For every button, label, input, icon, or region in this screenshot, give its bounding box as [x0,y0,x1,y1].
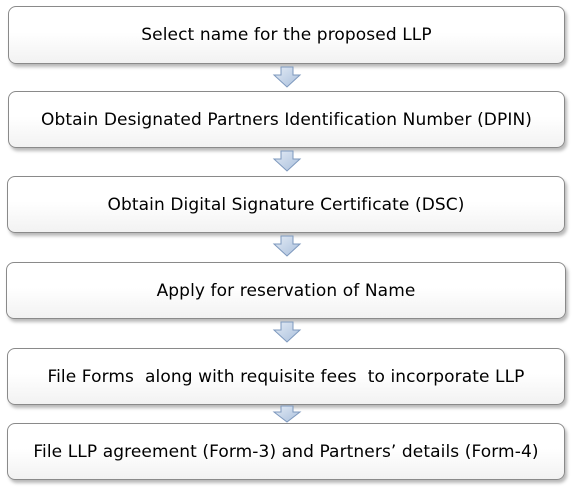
step-file-forms: File Forms along with requisite fees to … [7,348,565,405]
step-label: Apply for reservation of Name [156,280,416,301]
down-arrow-icon [272,150,302,172]
step-label: File LLP agreement (Form-3) and Partners… [33,441,539,462]
step-label: File Forms along with requisite fees to … [47,366,525,387]
step-label: Select name for the proposed LLP [141,25,432,45]
step-obtain-dpin: Obtain Designated Partners Identificatio… [8,91,565,148]
down-arrow-icon [272,321,302,343]
down-arrow-icon [272,405,302,423]
step-obtain-dsc: Obtain Digital Signature Certificate (DS… [7,176,565,233]
step-select-name: Select name for the proposed LLP [8,6,565,64]
step-label: Obtain Digital Signature Certificate (DS… [107,194,465,215]
down-arrow-icon [272,235,302,257]
step-apply-name-reservation: Apply for reservation of Name [6,262,566,319]
down-arrow-icon [272,66,302,88]
step-label: Obtain Designated Partners Identificatio… [40,109,533,130]
step-file-llp-agreement: File LLP agreement (Form-3) and Partners… [7,423,565,480]
